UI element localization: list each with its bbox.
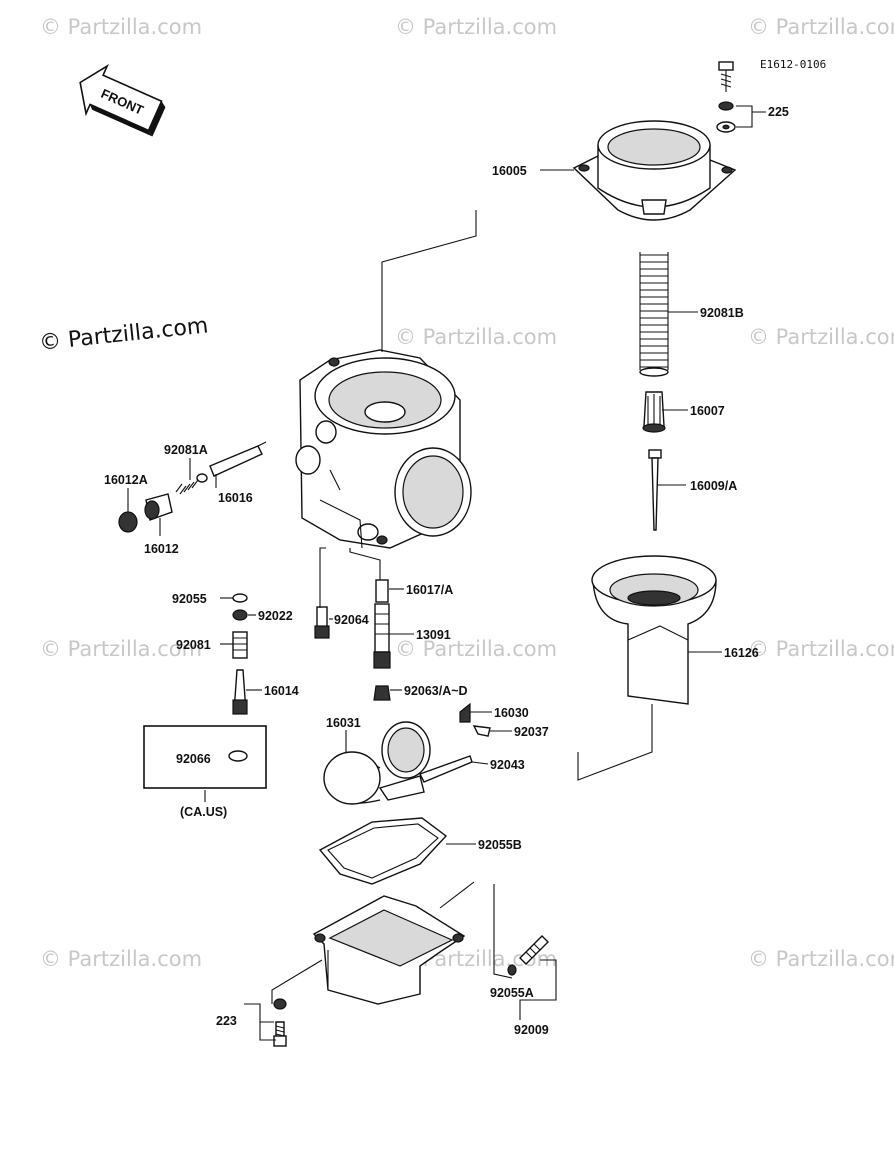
part-label-16012a: 16012A [104, 473, 148, 487]
part-label-92064: 92064 [334, 613, 369, 627]
part-label-92009: 92009 [514, 1023, 549, 1037]
pilot-screw-assembly-icon [118, 441, 267, 533]
watermark-strong: © Partzilla.com [38, 313, 209, 356]
label-box-92066 [143, 725, 267, 802]
part-label-16031: 16031 [326, 716, 361, 730]
float-assembly-icon [323, 702, 491, 805]
part-label-16007: 16007 [690, 404, 725, 418]
part-label-223: 223 [216, 1014, 237, 1028]
carburetor-body-icon [295, 349, 472, 549]
part-label-92055b: 92055B [478, 838, 522, 852]
drain-screw-92009-icon [507, 935, 549, 976]
part-label-92055: 92055 [172, 592, 207, 606]
watermark: © Partzilla.com [40, 637, 202, 661]
part-label-92066: 92066 [176, 752, 211, 766]
watermark: © Partzilla.com [40, 15, 202, 39]
watermark: © Partzilla.com [395, 15, 557, 39]
note-ca-us: (CA.US) [180, 805, 227, 819]
part-label-92081: 92081 [176, 638, 211, 652]
watermark: © Partzilla.com [748, 15, 894, 39]
watermark: © Partzilla.com [748, 637, 894, 661]
jet-needle-16009a-icon [648, 449, 662, 531]
bowl-screw-223-icon [273, 998, 287, 1047]
watermark: © Partzilla.com [395, 637, 557, 661]
part-label-92081a: 92081A [164, 443, 208, 457]
watermark: © Partzilla.com [748, 947, 894, 971]
watermark: © Partzilla.com [748, 325, 894, 349]
callout-leaders [127, 169, 722, 1041]
part-label-16012: 16012 [144, 542, 179, 556]
part-label-16009a: 16009/A [690, 479, 737, 493]
part-label-13091: 13091 [416, 628, 451, 642]
part-label-16017a: 16017/A [406, 583, 453, 597]
part-label-16005: 16005 [492, 164, 527, 178]
needle-holder-16007-icon [642, 391, 666, 433]
part-label-225: 225 [768, 105, 789, 119]
watermark: © Partzilla.com [40, 947, 202, 971]
part-label-16126: 16126 [724, 646, 759, 660]
choke-plunger-parts-icon [232, 593, 248, 715]
part-labels: 225 16005 92081B 16007 16009/A 16126 920… [104, 105, 789, 1037]
top-cover-16005-icon [572, 120, 737, 221]
gasket-92055b-icon [318, 817, 448, 885]
part-label-16014: 16014 [264, 684, 299, 698]
float-bowl-icon [312, 895, 466, 1005]
part-label-92043: 92043 [490, 758, 525, 772]
spring-92081b-icon [639, 252, 669, 377]
part-label-92022: 92022 [258, 609, 293, 623]
part-label-92063: 92063/A~D [404, 684, 468, 698]
part-label-92055a: 92055A [490, 986, 534, 1000]
part-label-16030: 16030 [494, 706, 529, 720]
screw-washer-225-icon [716, 61, 766, 133]
reference-code: E1612-0106 [760, 58, 826, 71]
vacuum-piston-16126-icon [591, 555, 717, 705]
jets-icon [314, 579, 391, 701]
assembly-guide-lines [271, 210, 653, 1004]
watermarks: © Partzilla.com © Partzilla.com © Partzi… [38, 15, 894, 971]
watermark: © Partzilla.com [395, 325, 557, 349]
part-label-92081b: 92081B [700, 306, 744, 320]
part-label-92037: 92037 [514, 725, 549, 739]
part-label-16016: 16016 [218, 491, 253, 505]
front-arrow-icon: FRONT [79, 64, 166, 137]
